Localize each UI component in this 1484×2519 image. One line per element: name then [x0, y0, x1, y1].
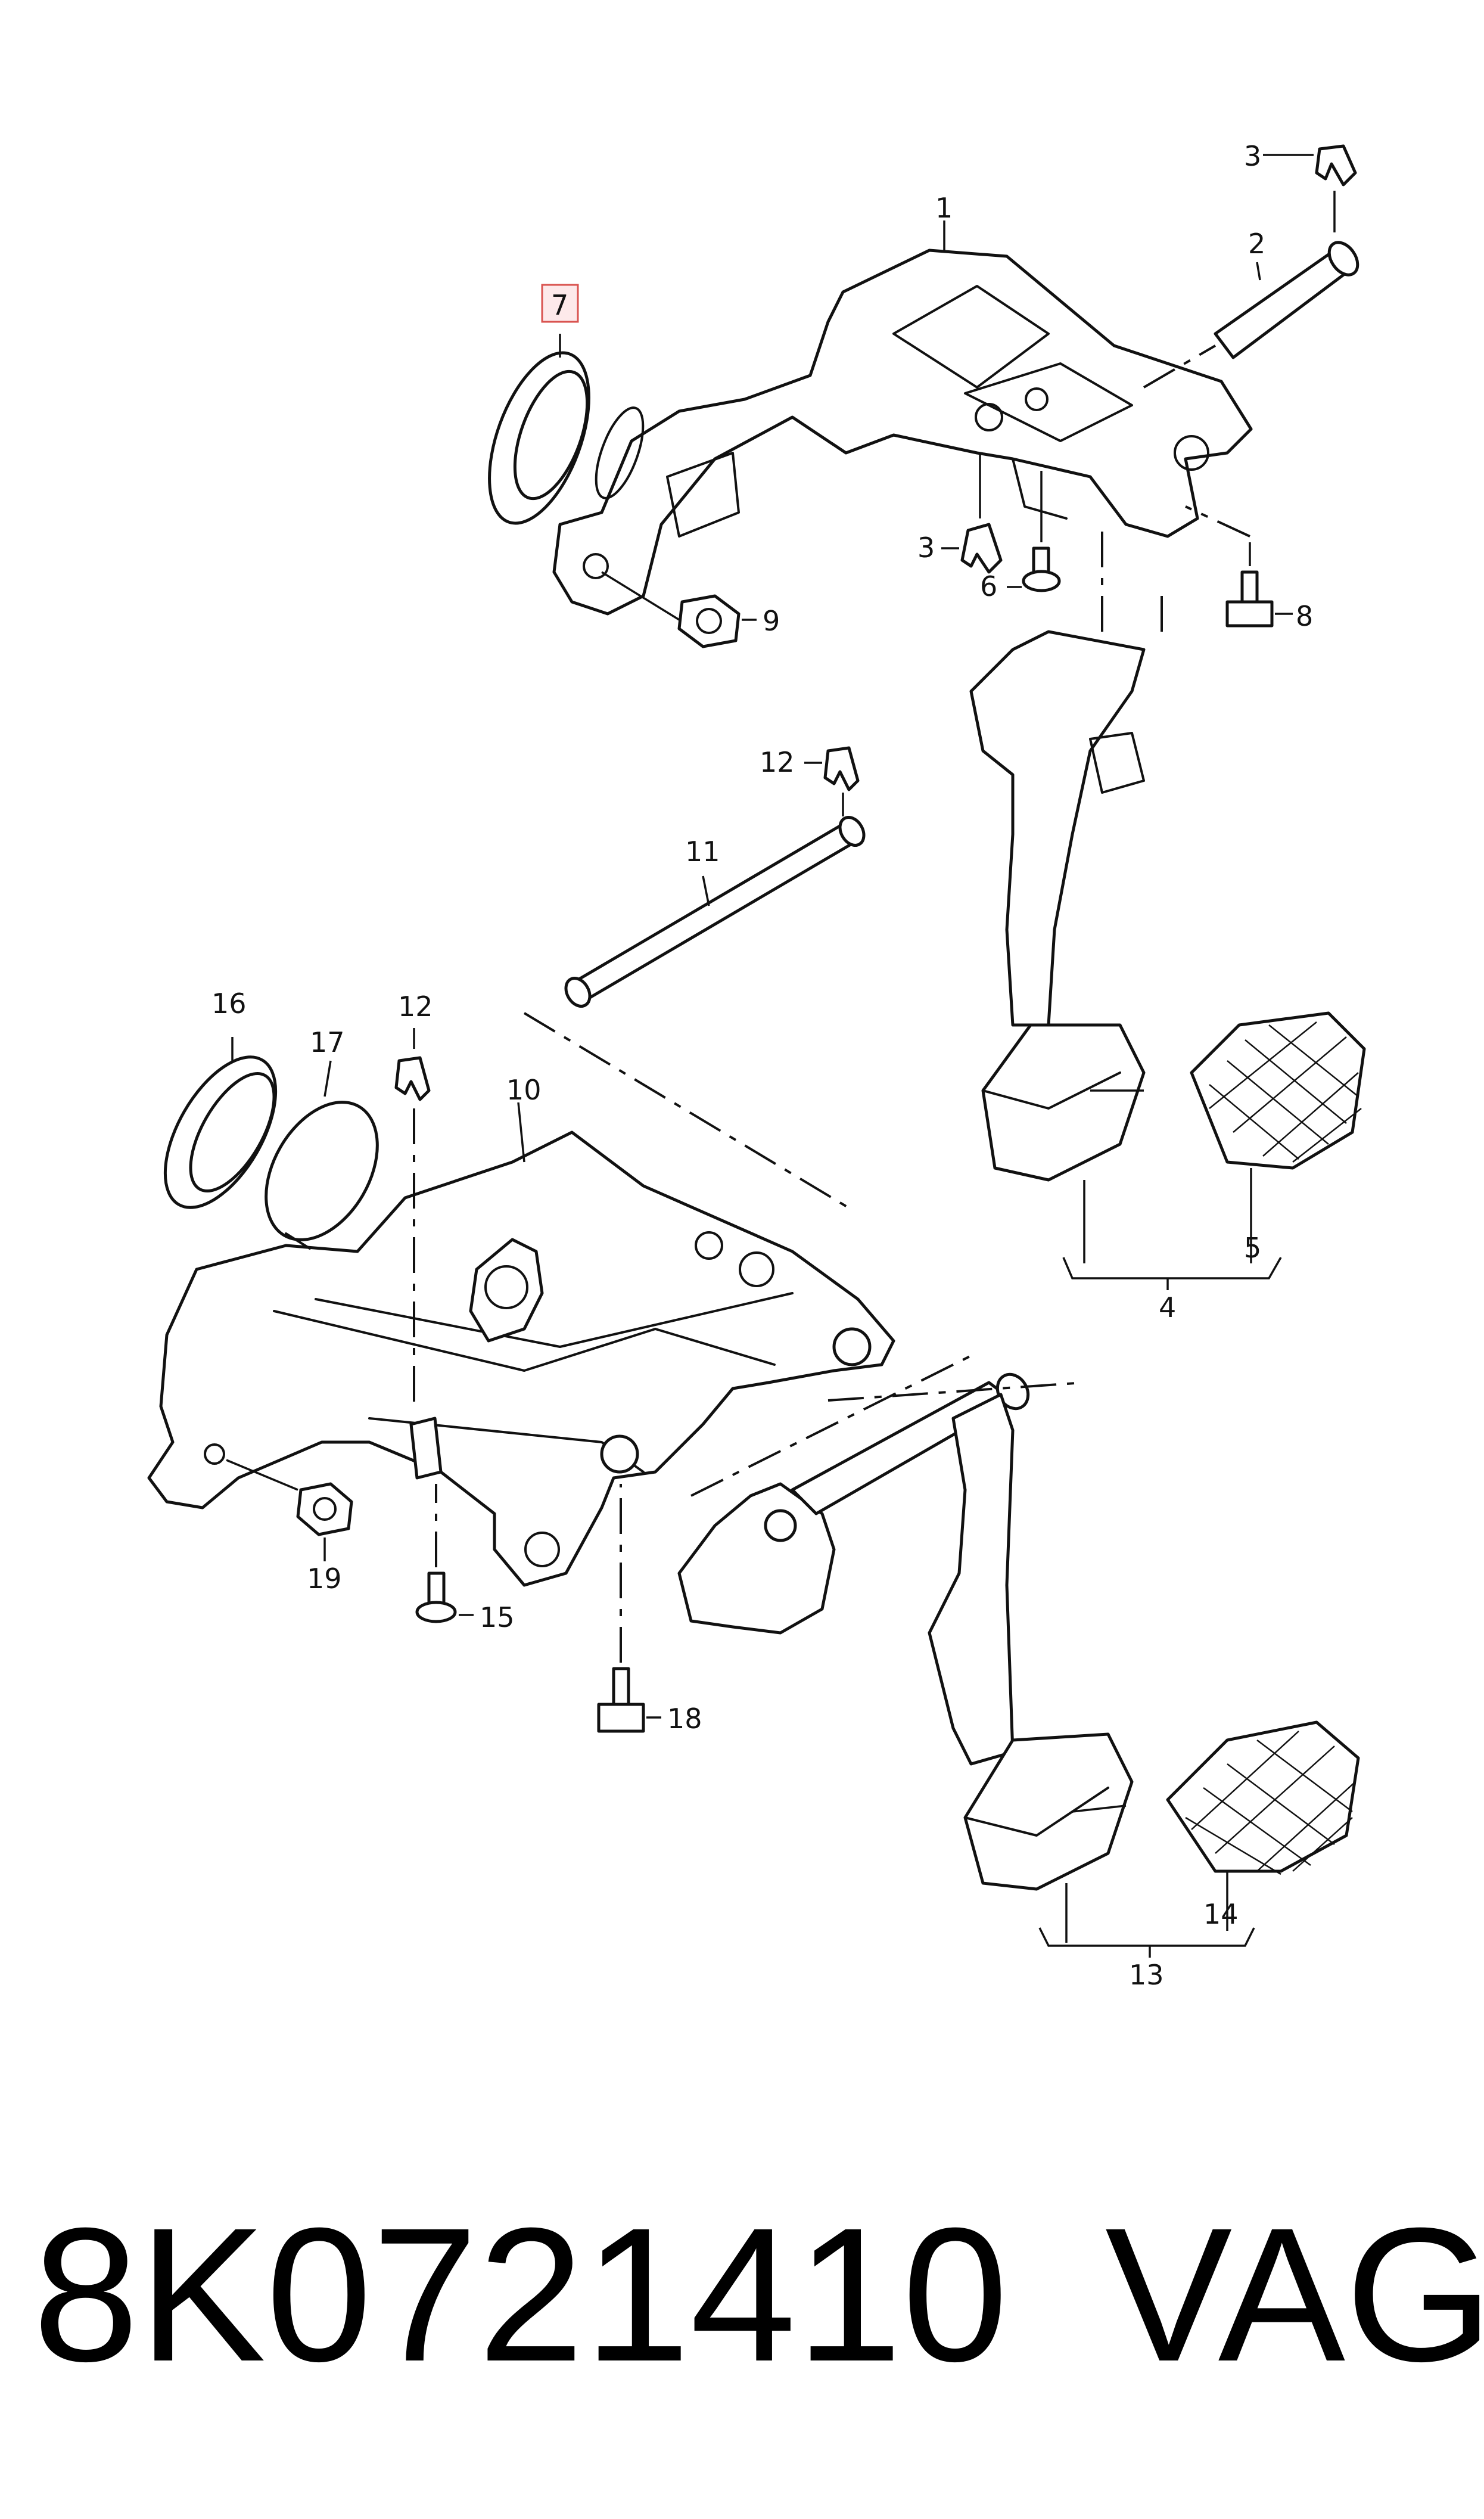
- callout-9: 9: [763, 605, 780, 637]
- lower-pedal-arm: [677, 1352, 1085, 1766]
- callout-3-top: 3: [1244, 140, 1261, 172]
- upper-pedal-arm: [969, 524, 1163, 1027]
- callout-18: 18: [667, 1703, 702, 1735]
- screw-15: [415, 1484, 474, 1623]
- grommet-7: [488, 351, 645, 525]
- shaft-11: [564, 816, 866, 1008]
- pedal-cover-14: [1166, 1720, 1360, 1875]
- callout-12-left: 12: [398, 990, 433, 1023]
- lower-pedal-leaders: [1038, 1871, 1255, 1958]
- callout-2: 2: [1248, 228, 1265, 260]
- highlight-box-7: [541, 284, 579, 323]
- callout-13: 13: [1129, 1959, 1164, 1991]
- callout-leaders: [517, 154, 1314, 1163]
- callout-3-mid: 3: [917, 532, 935, 564]
- callout-19: 19: [307, 1563, 342, 1595]
- callout-8: 8: [1296, 600, 1313, 632]
- screw-6: [1022, 471, 1061, 592]
- pivot-pin-2: [1143, 241, 1359, 389]
- part-number-label: 8K0721410: [33, 2188, 1009, 2401]
- callout-7: 7: [551, 289, 568, 321]
- nut-19: [226, 1459, 353, 1561]
- pedal-pad-lower: [963, 1732, 1134, 1891]
- pedal-cover-5: [1190, 1011, 1366, 1170]
- clip-12-left: [394, 1028, 431, 1412]
- callout-12-top: 12: [760, 746, 795, 778]
- clip-3-middle: [960, 453, 1003, 574]
- brand-label: VAG: [1105, 2188, 1484, 2401]
- bolt-18: [597, 1484, 661, 1733]
- callout-5: 5: [1244, 1232, 1261, 1264]
- callout-10: 10: [506, 1074, 542, 1106]
- callout-4: 4: [1159, 1291, 1176, 1324]
- cap-17: [265, 1060, 379, 1250]
- upper-pedal-bracket: [552, 249, 1253, 616]
- callout-labels: 1 2 3 3 4 5 6 7 8 9 10 11 12 12 13 14 15…: [211, 140, 1313, 1991]
- clip-3-top: [1315, 144, 1357, 232]
- bolt-8: [1185, 505, 1274, 628]
- callout-16: 16: [211, 987, 247, 1020]
- callout-17: 17: [310, 1026, 345, 1058]
- callout-1: 1: [935, 192, 953, 224]
- callout-14: 14: [1203, 1898, 1239, 1930]
- lower-pedal-bracket: [147, 1130, 895, 1587]
- pedal-pad-upper: [981, 1023, 1146, 1182]
- clip-12-top: [823, 746, 860, 816]
- callout-15: 15: [480, 1601, 515, 1633]
- nut-9: [601, 571, 741, 648]
- grommet-16: [163, 1037, 278, 1209]
- callout-11: 11: [685, 835, 720, 868]
- callout-6: 6: [980, 570, 997, 602]
- upper-pedal-leaders: [1062, 1168, 1282, 1290]
